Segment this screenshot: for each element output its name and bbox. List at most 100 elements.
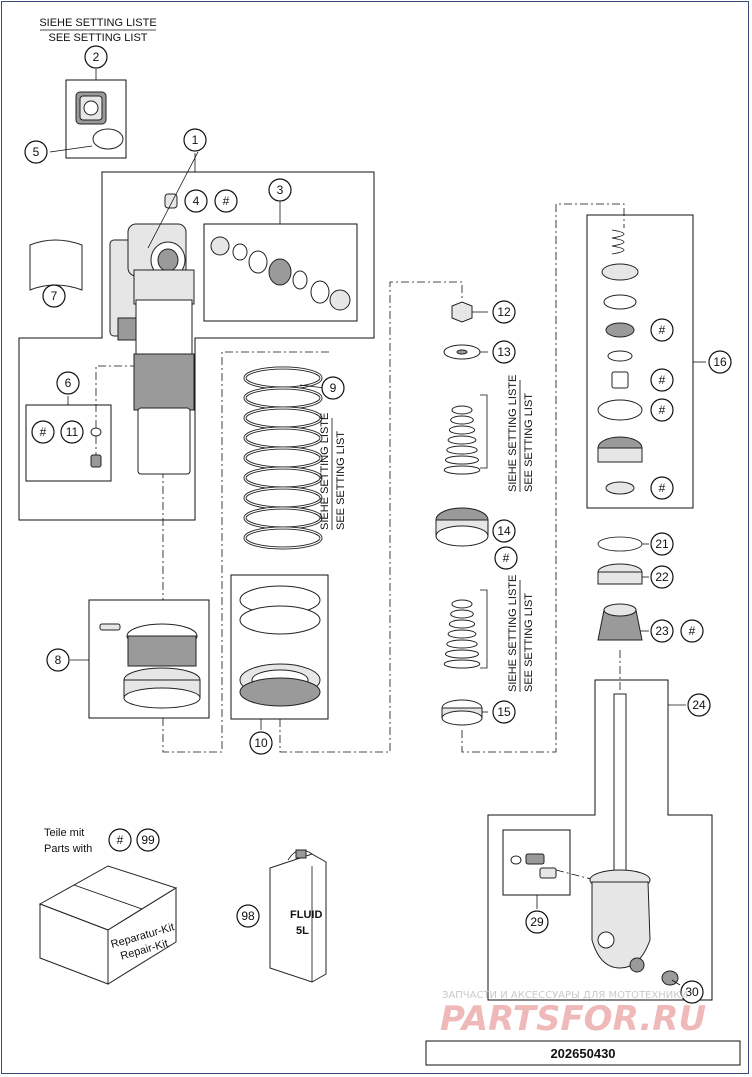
reference-number: 202650430 xyxy=(550,1046,615,1061)
callout-8: 8 xyxy=(46,648,70,672)
callout-10: 10 xyxy=(249,731,273,755)
svg-text:3: 3 xyxy=(277,183,284,197)
svg-text:#: # xyxy=(223,194,230,208)
box-part-16 xyxy=(586,214,694,509)
setting-note-de: SIEHE SETTING LISTE xyxy=(39,17,156,29)
callout-29: 29 xyxy=(525,910,549,934)
watermark-tagline: ЗАПЧАСТИ И АКСЕССУАРЫ ДЛЯ МОТОТЕХНИКИ xyxy=(442,990,688,1001)
setting-note-stack-lower: SIEHE SETTING LISTE SEE SETTING LIST xyxy=(507,575,535,692)
svg-text:4: 4 xyxy=(193,194,200,208)
svg-text:8: 8 xyxy=(55,653,62,667)
part-2-adjuster xyxy=(75,91,124,150)
part-24-piston-rod xyxy=(589,693,651,973)
callout-30: 30 xyxy=(680,980,704,1004)
svg-text:#: # xyxy=(659,323,666,337)
part-12-nut xyxy=(451,301,473,323)
callout-5: 5 xyxy=(24,140,48,164)
svg-text:2: 2 xyxy=(93,50,100,64)
svg-text:SIEHE SETTING LISTE: SIEHE SETTING LISTE xyxy=(319,413,331,530)
hash-bubble-5: # xyxy=(650,398,674,422)
setting-note-spring: SIEHE SETTING LISTE SEE SETTING LIST xyxy=(319,413,347,530)
svg-text:10: 10 xyxy=(254,736,268,750)
part-29-valve xyxy=(510,853,557,879)
callout-2: 2 xyxy=(84,45,108,69)
part-30-bushing xyxy=(661,970,679,986)
callout-21: 21 xyxy=(650,532,674,556)
repair-kit-box: Reparatur-Kit Repair-Kit xyxy=(38,865,178,985)
svg-text:11: 11 xyxy=(66,425,79,439)
callout-99: 99 xyxy=(136,828,160,852)
setting-note-stack-upper: SIEHE SETTING LISTE SEE SETTING LIST xyxy=(507,375,535,492)
callout-11: 11 xyxy=(60,420,84,444)
svg-text:23: 23 xyxy=(655,624,669,638)
callout-9: 9 xyxy=(321,376,345,400)
hash-bubble-8: # xyxy=(680,619,704,643)
svg-text:16: 16 xyxy=(713,355,727,369)
axis-to-nut xyxy=(279,281,463,753)
box-part-3 xyxy=(203,223,358,322)
callout-14: 14 xyxy=(492,519,516,543)
box-part-1 xyxy=(18,171,375,521)
part-14-piston xyxy=(435,507,489,547)
fluid-can: FLUID 5L xyxy=(269,849,327,983)
axis-to-spring xyxy=(162,351,330,753)
svg-text:13: 13 xyxy=(497,345,511,359)
svg-text:21: 21 xyxy=(655,537,669,551)
svg-text:5: 5 xyxy=(33,145,40,159)
svg-text:SEE SETTING LIST: SEE SETTING LIST xyxy=(523,393,535,492)
svg-text:SEE SETTING LIST: SEE SETTING LIST xyxy=(335,431,347,530)
fluid-volume: 5L xyxy=(296,925,309,937)
callout-22: 22 xyxy=(650,565,674,589)
callout-13: 13 xyxy=(492,340,516,364)
svg-text:SIEHE SETTING LISTE: SIEHE SETTING LISTE xyxy=(507,375,519,492)
svg-text:#: # xyxy=(659,403,666,417)
svg-text:15: 15 xyxy=(497,705,511,719)
svg-text:#: # xyxy=(659,373,666,387)
reference-number-box xyxy=(425,1040,741,1066)
svg-text:29: 29 xyxy=(530,915,544,929)
svg-text:30: 30 xyxy=(685,985,699,999)
callout-24: 24 xyxy=(687,693,711,717)
fluid-label: FLUID xyxy=(290,909,322,921)
svg-text:#: # xyxy=(503,551,510,565)
svg-text:7: 7 xyxy=(51,289,58,303)
part-10-spring-seats xyxy=(239,585,321,707)
part-13-washer xyxy=(443,344,481,360)
part-16-components xyxy=(597,229,643,495)
svg-text:14: 14 xyxy=(497,524,511,538)
svg-text:99: 99 xyxy=(141,833,155,847)
svg-text:98: 98 xyxy=(241,909,255,923)
callout-4: 4 xyxy=(184,189,208,213)
callout-98: 98 xyxy=(236,904,260,928)
svg-text:SIEHE SETTING LISTE: SIEHE SETTING LISTE xyxy=(507,575,519,692)
box-part-10 xyxy=(230,574,329,720)
box-part-6 xyxy=(25,404,112,482)
leader-5 xyxy=(49,145,93,153)
box-part-29 xyxy=(502,829,571,896)
part-3-seal-set xyxy=(210,236,351,311)
callout-1: 1 xyxy=(183,128,207,152)
svg-text:#: # xyxy=(689,624,696,638)
hash-bubble-2: # xyxy=(31,420,55,444)
hash-bubble-7: # xyxy=(494,546,518,570)
part-8-preload-ring xyxy=(99,623,201,709)
svg-text:6: 6 xyxy=(65,376,72,390)
callout-23: 23 xyxy=(650,619,674,643)
axis-part-29 xyxy=(555,869,596,881)
hash-bubble-9: # xyxy=(108,828,132,852)
svg-text:#: # xyxy=(40,425,47,439)
svg-text:1: 1 xyxy=(192,133,199,147)
callout-6: 6 xyxy=(56,371,80,395)
svg-text:22: 22 xyxy=(655,570,669,584)
hash-bubble-6: # xyxy=(650,476,674,500)
part-7-sleeve xyxy=(29,239,83,291)
svg-text:12: 12 xyxy=(497,305,511,319)
part-23-bump-rubber xyxy=(597,603,643,641)
callout-3: 3 xyxy=(268,178,292,202)
shim-stack-upper xyxy=(443,405,481,475)
legend-line-1: Teile mit xyxy=(44,827,84,839)
box-part-8 xyxy=(88,599,210,719)
hash-bubble-1: # xyxy=(214,189,238,213)
axis-part-6 xyxy=(95,365,134,460)
callout-12: 12 xyxy=(492,300,516,324)
